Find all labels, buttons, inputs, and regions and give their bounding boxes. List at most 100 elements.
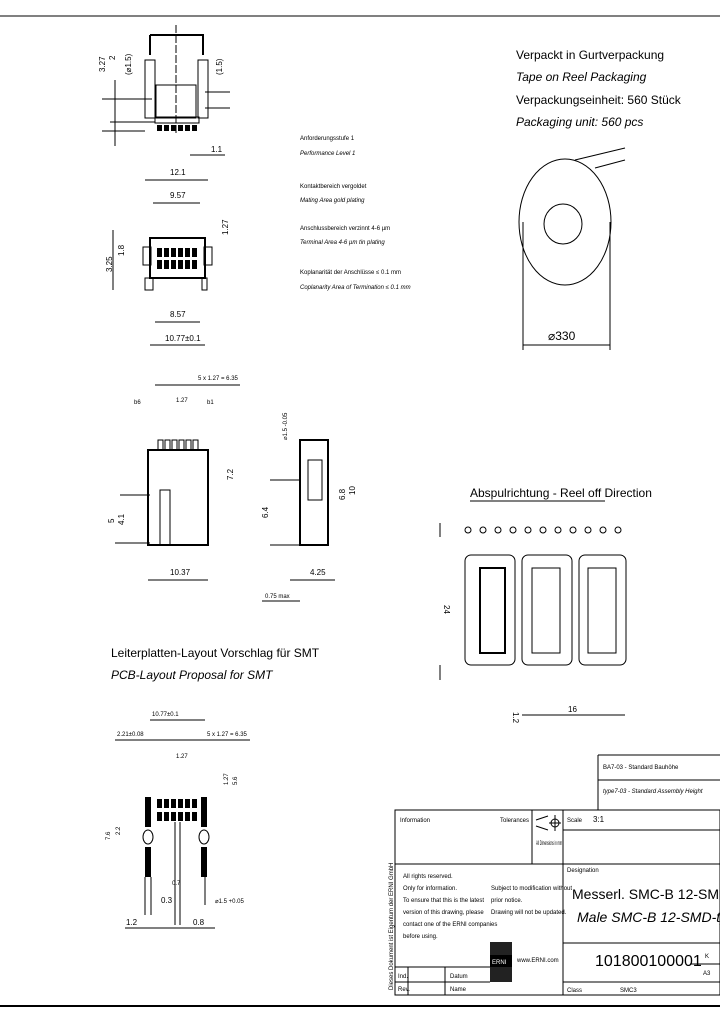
dim-1-1: 1.1	[211, 145, 223, 154]
part-number: 101800100001	[595, 953, 702, 970]
pcb-dim-dia-1-5: ⌀1.5 +0.05	[215, 899, 244, 905]
dim-9-57: 9.57	[170, 191, 186, 200]
pcb-dim-1-2: 1.2	[126, 918, 138, 927]
dim-3-27: 3.27	[98, 56, 107, 72]
connector-front-view: 5 x 1.27 = 6.35 b6 1.27 b1 5 4.1 7.2 10.…	[107, 376, 240, 581]
packaging-info: Verpackt in Gurtverpackung Tape on Reel …	[516, 48, 682, 129]
connector-side-view: ⌀1.5 -0.05 6.4 6.8 10 4.25 0.75 max	[261, 412, 357, 602]
dim-dia-1-5: (⌀1.5)	[124, 53, 133, 75]
dim-1-27: 1.27	[221, 219, 230, 235]
spec-notes: Anforderungsstufe 1 Performance Level 1 …	[300, 136, 411, 291]
revision-label: K	[705, 954, 709, 960]
variant-de: BA7-03 - Standard Bauhöhe	[603, 765, 679, 771]
dim-pitch: 5 x 1.27 = 6.35	[198, 376, 239, 382]
dim-1-2: 1.2	[511, 712, 520, 724]
dim-4-25: 4.25	[310, 568, 326, 577]
dim-10: 10	[348, 486, 357, 495]
pcb-dim-0-7: 0.7	[172, 881, 181, 887]
note-4-en: Coplanarity Area of Termination ≤ 0.1 mm	[300, 285, 411, 291]
dim-6-8: 6.8	[338, 488, 347, 500]
dim-5: 5	[107, 518, 116, 523]
scale-value: 3:1	[593, 815, 605, 824]
dim-16: 16	[568, 705, 577, 714]
dimension-unit: All Dimensions in mm	[536, 841, 562, 847]
subject-line-3: Drawing will not be updated.	[491, 910, 567, 916]
note-2-de: Kontaktbereich vergoldet	[300, 184, 367, 190]
rights-line-6: before using.	[403, 934, 438, 940]
label-b6: b6	[134, 400, 141, 406]
index-label: Ind.	[398, 974, 408, 980]
note-3-de: Anschlussbereich verzinnt 4-6 µm	[300, 226, 390, 232]
dim-0-75: 0.75 max	[265, 594, 290, 600]
dim-3-25: 3.25	[105, 256, 114, 272]
website: www.ERNI.com	[516, 958, 559, 964]
packaging-line3: Verpackungseinheit: 560 Stück	[516, 93, 682, 107]
subject-line-1: Subject to modification without	[491, 886, 572, 892]
reel-direction-title: Abspulrichtung - Reel off Direction	[470, 486, 652, 500]
information-label: Information	[400, 818, 430, 824]
class-label: Class	[567, 988, 582, 994]
pcb-dim-1-27-v: 1.27	[224, 773, 230, 785]
designation-de: Messerl. SMC-B 12-SMD-BA7-03	[572, 886, 720, 902]
connector-bottom-view: 3.25 1.8 1.27 8.57 10.77±0.1	[105, 219, 230, 346]
sheet-size: A3	[703, 971, 711, 977]
scale-label: Scale	[567, 818, 583, 824]
dim-8-57: 8.57	[170, 310, 186, 319]
name-label: Name	[450, 987, 467, 993]
dim-12-1: 12.1	[170, 168, 186, 177]
dim-1-5: (1.5)	[215, 58, 224, 75]
pcb-dim-10-77: 10.77±0.1	[152, 712, 179, 718]
rights-line-5: contact one of the ERNI companies	[403, 922, 497, 928]
pcb-dim-5-6: 5.6	[233, 776, 239, 785]
rights-line-2: Only for information.	[403, 886, 457, 892]
packaging-line4: Packaging unit: 560 pcs	[516, 115, 643, 129]
subject-line-2: prior notice.	[491, 898, 523, 904]
date-label: Datum	[450, 974, 468, 980]
rights-line-4: version of this drawing, please	[403, 910, 484, 916]
pcb-layout: Leiterplatten-Layout Vorschlag für SMT P…	[106, 646, 320, 929]
reel-off-direction: Abspulrichtung - Reel off Direction 24 1…	[439, 486, 652, 724]
title-block: BA7-03 - Standard Bauhöhe type7-03 - Sta…	[389, 754, 720, 996]
rights-line-3: To ensure that this is the latest	[403, 898, 484, 904]
designation-label: Designation	[567, 868, 599, 874]
label-b1: b1	[207, 400, 214, 406]
packaging-line2: Tape on Reel Packaging	[516, 70, 647, 84]
reel-drawing: ⌀330	[518, 147, 626, 350]
pcb-title-en: PCB-Layout Proposal for SMT	[111, 668, 274, 682]
dim-1-8: 1.8	[117, 244, 126, 256]
note-2-en: Mating Area gold plating	[300, 198, 365, 204]
variant-en: type7-03 - Standard Assembly Height	[603, 789, 703, 795]
pcb-dim-pitch: 5 x 1.27 = 6.35	[207, 732, 248, 738]
dim-2: 2	[108, 55, 117, 60]
dim-4-1: 4.1	[117, 513, 126, 525]
pcb-dim-2-2: 2.2	[116, 826, 122, 835]
projection-symbol-icon	[535, 815, 561, 831]
rights-line-1: All rights reserved.	[403, 874, 453, 880]
designation-en: Male SMC-B 12-SMD-type7-03	[577, 909, 720, 925]
pcb-dim-0-3: 0.3	[161, 896, 173, 905]
dim-6-4: 6.4	[261, 506, 270, 518]
logo-text: ERNI	[492, 960, 507, 966]
connector-top-view: 3.27 2 (⌀1.5) (1.5) 1.1 12.1 9.57	[98, 25, 230, 204]
pcb-dim-2-21: 2.21±0.08	[117, 732, 144, 738]
ownership-note: Dieses Dokument ist Eigentum der ERNI Gm…	[389, 863, 395, 990]
pcb-title-de: Leiterplatten-Layout Vorschlag für SMT	[111, 646, 320, 660]
note-1-en: Performance Level 1	[300, 151, 355, 157]
note-1-de: Anforderungsstufe 1	[300, 136, 355, 142]
dim-10-77: 10.77±0.1	[165, 334, 201, 343]
dim-24: 24	[442, 605, 451, 614]
pcb-dim-7-6: 7.6	[106, 831, 112, 840]
reel-diameter: ⌀330	[548, 329, 576, 343]
pcb-dim-0-8: 0.8	[193, 918, 205, 927]
class-value: SMC3	[620, 988, 637, 994]
rev-label: Rev.	[398, 987, 410, 993]
note-3-en: Terminal Area 4-6 µm tin plating	[300, 240, 385, 246]
tolerances-label: Tolerances	[500, 818, 529, 824]
note-4-de: Koplanarität der Anschlüsse ≤ 0.1 mm	[300, 270, 401, 276]
erni-logo: ERNI	[490, 942, 512, 982]
pcb-dim-1-27: 1.27	[176, 754, 188, 760]
dim-7-2: 7.2	[226, 468, 235, 480]
packaging-line1: Verpackt in Gurtverpackung	[516, 48, 664, 62]
dim-dia-1-5: ⌀1.5 -0.05	[283, 412, 289, 440]
